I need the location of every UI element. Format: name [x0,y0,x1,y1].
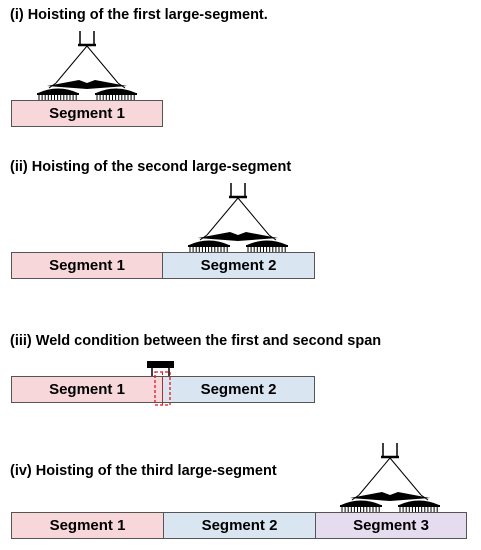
step-3-segment-1: Segment 1 [11,376,163,403]
step-2-segment-1: Segment 1 [11,252,163,279]
segment-label: Segment 3 [353,517,429,534]
weld-clamp-icon [147,361,174,376]
step-4-segment-2: Segment 2 [163,512,316,539]
step-1-title: (i) Hoisting of the first large-segment. [10,7,268,23]
step-1-segment-1: Segment 1 [11,100,163,127]
segment-label: Segment 1 [49,105,125,122]
hoisting-spreader-icon [188,183,288,252]
step-3-segment-2: Segment 2 [162,376,315,403]
step-4-segment-1: Segment 1 [11,512,164,539]
segment-label: Segment 1 [49,381,125,398]
step-4-segment-3: Segment 3 [315,512,467,539]
segment-label: Segment 2 [201,517,278,534]
segment-label: Segment 2 [200,381,277,398]
segment-label: Segment 2 [200,257,277,274]
segment-label: Segment 1 [49,257,125,274]
step-2-segment-2: Segment 2 [162,252,315,279]
hoisting-spreader-icon [340,443,440,512]
hoisting-spreader-icon [37,31,137,100]
step-2-title: (ii) Hoisting of the second large-segmen… [10,159,292,175]
step-4-title: (iv) Hoisting of the third large-segment [10,463,277,479]
step-3-title: (iii) Weld condition between the first a… [10,333,382,349]
segment-label: Segment 1 [49,517,126,534]
